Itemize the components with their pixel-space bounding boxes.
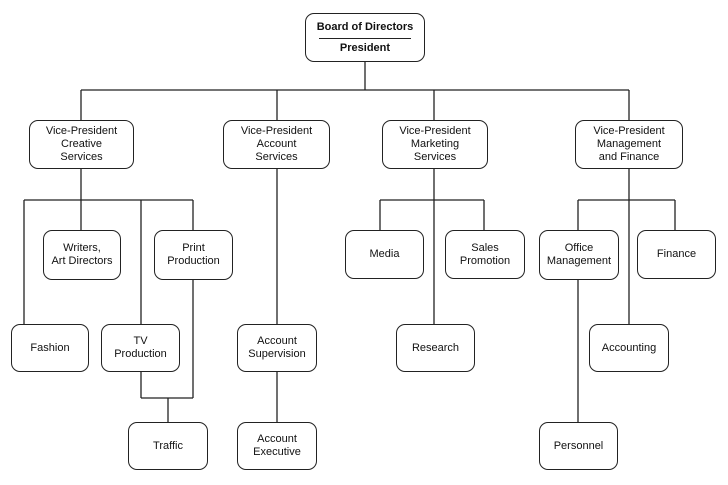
box-label: Management bbox=[596, 138, 662, 150]
office-management-box: Office Management bbox=[539, 230, 619, 280]
box-label: Account bbox=[256, 138, 297, 150]
box-label: Personnel bbox=[553, 439, 604, 452]
box-label: Vice-President bbox=[593, 125, 665, 137]
finance-box: Finance bbox=[637, 230, 716, 279]
box-label: Executive bbox=[253, 446, 301, 458]
fashion-box: Fashion bbox=[11, 324, 89, 372]
box-label: Vice-President bbox=[240, 125, 313, 137]
box-label: Services bbox=[60, 151, 103, 163]
box-label: Finance bbox=[656, 248, 697, 260]
box-label: Promotion bbox=[459, 254, 511, 267]
vp-management-box: Vice-President Management and Finance bbox=[575, 120, 683, 169]
box-label: Account bbox=[257, 433, 297, 445]
box-label: Account bbox=[257, 335, 297, 347]
box-label: Vice-President bbox=[399, 125, 471, 137]
vp-marketing-box: Vice-President Marketing Services bbox=[382, 120, 488, 169]
box-label: Services bbox=[413, 151, 457, 163]
box-label: Production bbox=[114, 348, 167, 360]
box-label: Print bbox=[182, 242, 205, 254]
box-label: Fashion bbox=[30, 341, 70, 354]
vp-creative-box: Vice-President Creative Services bbox=[29, 120, 134, 169]
tv-production-box: TV Production bbox=[101, 324, 180, 372]
box-label: Office bbox=[564, 242, 594, 254]
account-supervision-box: Account Supervision bbox=[237, 324, 317, 372]
box-label: Supervision bbox=[248, 348, 306, 360]
divider bbox=[319, 37, 411, 39]
media-box: Media bbox=[345, 230, 424, 279]
box-label: Media bbox=[369, 248, 400, 260]
box-label: Services bbox=[255, 151, 298, 163]
writers-art-directors-box: Writers, Art Directors bbox=[43, 230, 121, 280]
board-president-box: Board of Directors President bbox=[305, 13, 425, 62]
vp-account-box: Vice-President Account Services bbox=[223, 120, 330, 169]
print-production-box: Print Production bbox=[154, 230, 233, 280]
box-label: Production bbox=[167, 255, 220, 267]
box-label: Research bbox=[411, 341, 460, 354]
box-label: Art Directors bbox=[51, 255, 113, 267]
box-label: Creative bbox=[61, 138, 102, 150]
personnel-box: Personnel bbox=[539, 422, 618, 470]
box-label: Sales bbox=[471, 241, 499, 254]
traffic-box: Traffic bbox=[128, 422, 208, 470]
box-label: Accounting bbox=[601, 341, 657, 354]
accounting-box: Accounting bbox=[589, 324, 669, 372]
box-label: Vice-President bbox=[45, 125, 118, 137]
board-label: Board of Directors bbox=[316, 20, 414, 33]
box-label: and Finance bbox=[598, 151, 660, 163]
box-label: Writers, bbox=[63, 242, 101, 254]
research-box: Research bbox=[396, 324, 475, 372]
box-label: Traffic bbox=[153, 439, 183, 452]
box-label: TV bbox=[133, 335, 148, 347]
box-label: Management bbox=[546, 255, 612, 267]
account-executive-box: Account Executive bbox=[237, 422, 317, 470]
box-label: Marketing bbox=[410, 138, 460, 150]
sales-promotion-box: Sales Promotion bbox=[445, 230, 525, 279]
president-label: President bbox=[339, 41, 391, 54]
